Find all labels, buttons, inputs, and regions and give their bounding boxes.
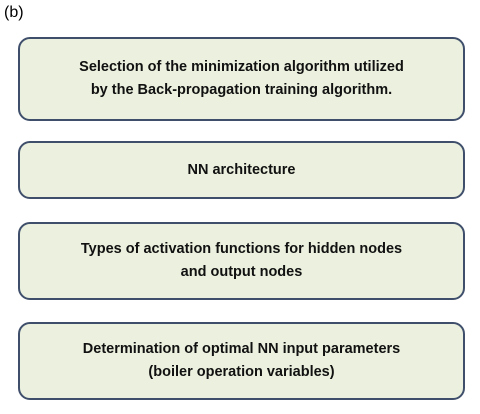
step-box-line: and output nodes [180, 264, 303, 280]
step-box-nn-architecture: NN architecture [18, 141, 465, 199]
step-box-text: NN architecture [188, 159, 296, 182]
step-box-text: Selection of the minimization algorithm … [79, 56, 404, 102]
step-box-line: Types of activation functions for hidden… [80, 241, 403, 257]
step-box-line: (boiler operation variables) [148, 364, 335, 380]
step-box-text: Determination of optimal NN input parame… [83, 338, 400, 384]
step-box-text: Types of activation functions for hidden… [81, 238, 402, 284]
step-box-line: Determination of optimal NN input parame… [82, 341, 401, 357]
step-box-activation-functions: Types of activation functions for hidden… [18, 222, 465, 300]
step-box-line: Selection of the minimization algorithm … [79, 59, 404, 75]
step-box-minimization-algorithm: Selection of the minimization algorithm … [18, 37, 465, 121]
panel-label: (b) [4, 4, 24, 21]
step-box-line: NN architecture [187, 161, 296, 178]
step-box-input-parameters: Determination of optimal NN input parame… [18, 322, 465, 400]
step-box-line: by the Back-propagation training algorit… [90, 82, 393, 98]
